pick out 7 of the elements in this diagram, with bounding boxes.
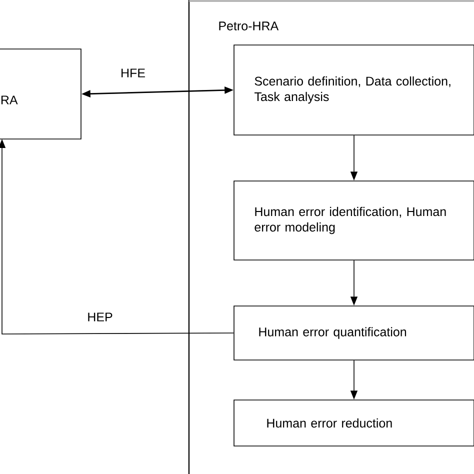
process-box: Scenario definition, Data collection, Task analysis [234,44,474,136]
edge-label: HFE [122,68,145,78]
process-box: RA [0,48,82,140]
process-box: Human error reduction [234,400,474,446]
process-box: Human error quantification [234,306,474,360]
process-box: Human error identification, Human error modeling [234,180,474,260]
edge-label: HEP [88,312,112,322]
